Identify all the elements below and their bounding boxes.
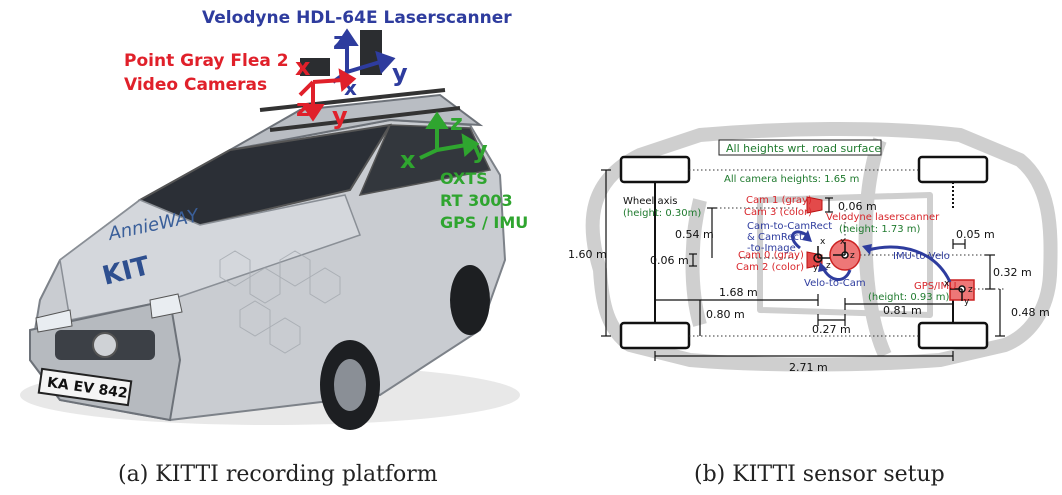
imu-label-line2: RT 3003 [440, 191, 513, 210]
cam0-label: Cam 0 (gray) [738, 250, 804, 261]
velo-to-cam-label: Velo-to-Cam [804, 278, 866, 289]
wheel-axis-label: Wheel axis [623, 196, 678, 207]
camera-frame-axes [813, 246, 830, 263]
imu-axis-y: y [964, 297, 970, 307]
imu-axis-x: x [400, 146, 416, 174]
camera-axes [298, 68, 357, 122]
all-camera-heights: All camera heights: 1.65 m [724, 174, 859, 185]
lidar-label: Velodyne HDL-64E Laserscanner [202, 8, 512, 28]
velodyne-frame-axes [833, 242, 846, 256]
velo-to-cam-arrow [821, 267, 852, 281]
imu-axis-x: x [944, 279, 950, 289]
imu-axis-y: y [472, 136, 488, 164]
dim-0-54: 0.54 m [675, 228, 714, 241]
dim-0-05: 0.05 m [956, 228, 995, 241]
cam3-label: Cam 3 (color) [744, 207, 812, 218]
dim-0-48: 0.48 m [1011, 306, 1050, 319]
dim-0-80: 0.80 m [706, 308, 745, 321]
recording-platform-photo: AnnieWAY KIT KA EV 842 Velodyne HDL-64E … [20, 8, 528, 430]
wheel-rear-left [619, 321, 691, 350]
cam-1-3-icon [806, 196, 823, 214]
wheel-axis-height: (height: 0.30m) [623, 208, 701, 219]
dim-2-71: 2.71 m [789, 361, 828, 374]
cam-to-camrect-2: & CamRect [747, 232, 803, 243]
imu-axes [419, 111, 480, 160]
wheel-front-right [917, 155, 989, 184]
imu-frame-axes [950, 288, 963, 301]
velo-axis-z: z [850, 251, 855, 261]
imu-axis-z: z [450, 111, 463, 136]
cam2-label: Cam 2 (color) [736, 262, 804, 273]
velodyne-axis-y: y [392, 59, 408, 87]
dim-0-81: 0.81 m [883, 304, 922, 317]
imu-axis-z: z [968, 285, 973, 295]
dim-1-60: 1.60 m [568, 248, 607, 261]
cam-axis-x: x [820, 237, 826, 247]
dim-1-68: 1.68 m [719, 286, 758, 299]
camera-axis-y: y [332, 102, 348, 130]
wheel-front-left [619, 155, 691, 184]
caption-sensor-setup: (b) KITTI sensor setup [694, 462, 945, 487]
velo-axis-x: x [840, 237, 846, 247]
velodyne-label: Velodyne laserscanner [826, 212, 940, 223]
velodyne-height: (height: 1.73 m) [839, 224, 921, 235]
caption-recording-platform: (a) KITTI recording platform [118, 462, 438, 487]
transform-arrows [791, 230, 952, 283]
imu-label-line1: OXTS [440, 169, 488, 188]
velodyne-axis-z: z [333, 27, 347, 55]
imu-to-velo-arrow [867, 245, 952, 283]
gps-imu-height: (height: 0.93 m) [868, 292, 950, 303]
dim-0-06-left: 0.06 m [650, 254, 689, 267]
transform-arrowheads [802, 230, 872, 272]
cam-axis-z: z [826, 261, 831, 271]
heights-note-box [718, 139, 882, 156]
cam-to-camrect-arrow [791, 230, 809, 250]
camera-label-line2: Video Cameras [124, 75, 267, 95]
cam1-label: Cam 1 (gray) [746, 195, 812, 206]
cam-to-camrect-3: -to-Image [747, 243, 796, 254]
gps-imu-label: GPS/IMU [914, 281, 956, 292]
dimension-lines [601, 169, 1005, 361]
camera-label-line1: Point Gray Flea 2 [124, 51, 289, 71]
imu-to-velo-label: IMU-to-Velo [893, 251, 950, 262]
imu-label-line3: GPS / IMU [440, 213, 528, 232]
wheels [619, 155, 989, 350]
dim-0-06-top: 0.06 m [838, 200, 877, 213]
roof-rack [259, 88, 461, 132]
cam-to-camrect-1: Cam-to-CamRect [747, 221, 832, 232]
wheel-rear-right [917, 321, 989, 350]
sensor-setup-diagram: All heights wrt. road surface [568, 121, 1058, 374]
camera-axis-x: x [295, 53, 311, 81]
camera-sensor [300, 58, 330, 76]
cam-axis-y: y [813, 263, 819, 273]
dim-0-27: 0.27 m [812, 323, 851, 336]
camera-axis-z: z [296, 94, 310, 122]
heights-note: All heights wrt. road surface [726, 142, 881, 155]
dim-0-32: 0.32 m [993, 266, 1032, 279]
